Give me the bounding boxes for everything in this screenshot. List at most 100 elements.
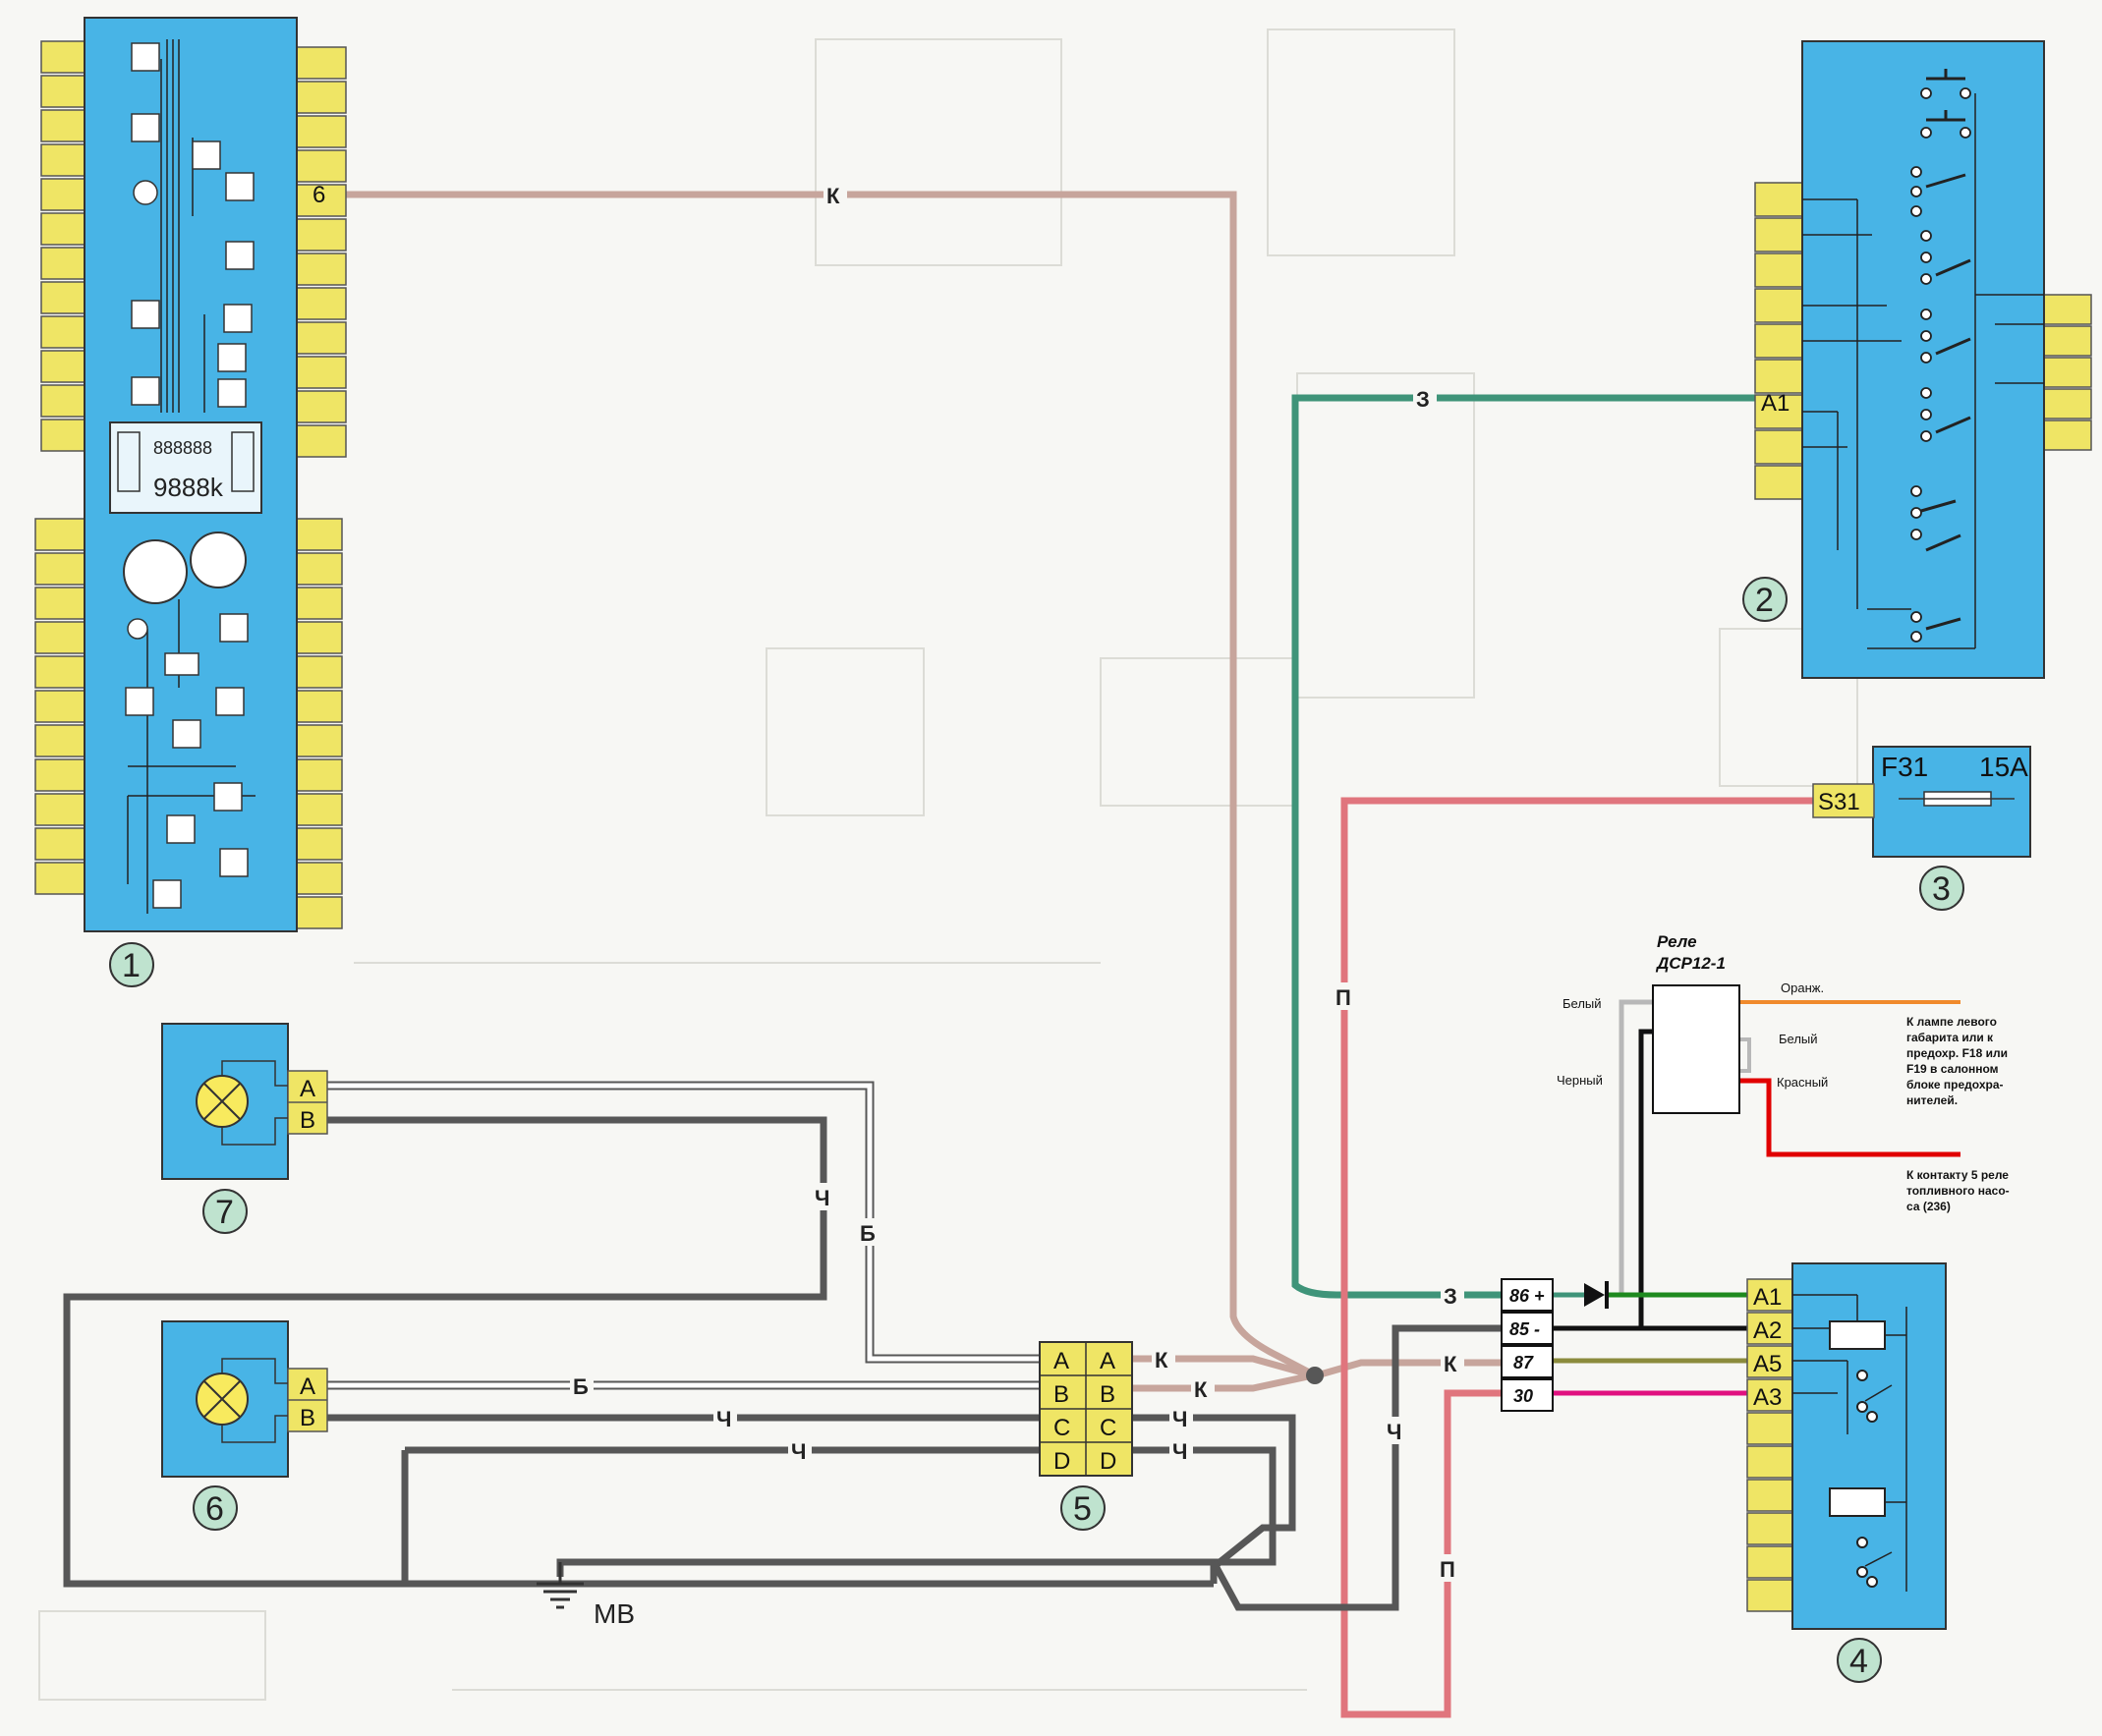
fuse-f31-label: F31 <box>1881 752 1928 782</box>
cluster-lcd-bottom: 9888k <box>153 473 224 502</box>
badge-6-circle <box>193 1485 238 1531</box>
badge-1-circle <box>109 942 154 987</box>
connector-row-d-left: D <box>1053 1448 1070 1475</box>
connector-row-a-left: A <box>1053 1348 1069 1374</box>
badge-5: 5 <box>1073 1490 1092 1528</box>
cluster-pins-right-top <box>296 46 347 458</box>
badge-3-circle <box>1919 866 1964 911</box>
relay-unit-pin-a5: A5 <box>1753 1351 1782 1377</box>
background-ghost-print <box>38 28 1858 1701</box>
wire-label-k-top: К <box>826 184 840 208</box>
cluster-pin-6: 6 <box>312 182 325 208</box>
relay-terminal-30: 30 <box>1513 1386 1533 1406</box>
wire-relay-grey-right <box>1739 1037 1751 1073</box>
wire-ch-lamp7 <box>63 1116 1214 1588</box>
relay-unit-pin-a1: A1 <box>1753 1284 1782 1311</box>
lamp-7-pin-b: B <box>300 1107 315 1134</box>
wire-b-lamp7 <box>326 1081 1042 1364</box>
diode-icon <box>1584 1281 1609 1309</box>
wire-label-p-mid: П <box>1335 985 1351 1010</box>
cluster-pins-right-bottom <box>292 518 343 929</box>
relay-dsr-body <box>1652 984 1740 1114</box>
wire-relay-black <box>1638 1029 1653 1328</box>
relay-dsr-title-2: ДСР12-1 <box>1655 954 1726 973</box>
relay-terminals <box>1501 1278 1554 1412</box>
relay-terminal-85: 85 - <box>1509 1319 1540 1339</box>
lamp-7-wiring <box>221 1060 288 1146</box>
connector-row-b-left: B <box>1053 1381 1069 1408</box>
lamp-7-pin-a: A <box>300 1076 315 1102</box>
note-lamp: К лампе левого габарита или к предохр. F… <box>1906 1015 2008 1107</box>
relay-wire-black-left: Черный <box>1557 1073 1603 1088</box>
relay-terminal-87: 87 <box>1513 1353 1534 1372</box>
lamp-6-bulb-cross-2 <box>203 1380 241 1418</box>
instrument-cluster: 888888 9888k 6 <box>34 17 347 932</box>
lamp-6-wiring <box>221 1358 288 1443</box>
light-switch: A1 <box>1754 40 2092 679</box>
wire-label-ch-lamp6-c: Ч <box>716 1407 731 1431</box>
note-lamp-line-4: F19 в салонном <box>1906 1062 1999 1076</box>
note-lamp-line-3: предохр. F18 или <box>1906 1046 2008 1060</box>
relay-contacts <box>1856 1370 1878 1588</box>
wire-label-p-bottom: П <box>1440 1557 1455 1582</box>
cluster-lcd-top: 888888 <box>153 438 212 458</box>
note-pump-line-3: са (236) <box>1906 1200 1951 1213</box>
wire-label-b-lamp7: Б <box>860 1221 876 1246</box>
wire-k-connector-b <box>1130 1372 1314 1392</box>
relay-wire-orange-right: Оранж. <box>1781 980 1824 995</box>
connector-row-c-left: C <box>1053 1415 1070 1441</box>
note-lamp-line-1: К лампе левого <box>1906 1015 1997 1029</box>
wire-label-ch-conn-d: Ч <box>1172 1439 1187 1464</box>
wire-labels: К З П П З К Ч К К Ч Ч Ч Б Б Ч Ч <box>570 181 1464 1582</box>
wire-ch-ground-fork <box>1210 1324 1502 1611</box>
wire-ch-ground <box>556 1558 1214 1577</box>
connector-row-c-right: C <box>1100 1415 1116 1441</box>
cluster-lcd <box>109 421 262 514</box>
note-lamp-line-6: нителей. <box>1906 1093 1958 1107</box>
relay-wire-white-right: Белый <box>1779 1032 1818 1046</box>
wire-ch-d-out <box>1130 1446 1277 1584</box>
connector-row-d-right: D <box>1100 1448 1116 1475</box>
fuse-pin-s31 <box>1812 783 1875 818</box>
cluster-gauge-left <box>117 431 141 492</box>
lamp-6-pin-a: A <box>300 1373 315 1400</box>
switch-contacts <box>1910 87 1971 643</box>
badge-1: 1 <box>122 947 141 984</box>
note-pump-line-2: топливного насо- <box>1906 1184 2010 1198</box>
note-lamp-line-5: блоке предохра- <box>1906 1078 2004 1092</box>
wire-label-k-relay: К <box>1444 1352 1457 1376</box>
fuse-block: S31 F31 15A <box>1812 746 2031 858</box>
wire-label-ch-lamp6-d: Ч <box>791 1439 806 1464</box>
lamp-7-bulb-cross-2 <box>203 1083 241 1120</box>
wire-relay-red <box>1739 1078 1960 1157</box>
relay-unit-pin-a2: A2 <box>1753 1317 1782 1344</box>
relay-dsr: Реле ДСР12-1 Белый Черный Оранж. Белый К… <box>1501 932 1828 1412</box>
wire-label-ch-conn-c: Ч <box>1172 1407 1187 1431</box>
cluster-gauge-right <box>231 431 255 492</box>
relay-unit-pins <box>1746 1278 1793 1612</box>
switch-pins-left <box>1754 182 1803 500</box>
note-lamp-line-2: габарита или к <box>1906 1031 1994 1044</box>
switch-internal-lines <box>1802 93 2044 649</box>
fuse-s31-label: S31 <box>1818 789 1860 815</box>
badge-2-circle <box>1742 577 1788 622</box>
cluster-warning-icons <box>125 42 255 909</box>
wire-z <box>1291 394 1759 1299</box>
ground-label: МВ <box>594 1598 635 1629</box>
note-pump-line-1: К контакту 5 реле <box>1906 1168 2009 1182</box>
badge-7: 7 <box>215 1194 234 1231</box>
cluster-pins-left-top <box>40 40 85 452</box>
badge-4-circle <box>1837 1638 1882 1683</box>
wire-k-main <box>346 191 1317 1379</box>
tachometer-icon <box>190 532 247 588</box>
relay-lines <box>1792 1294 1907 1592</box>
connector-row-a-right: A <box>1100 1348 1115 1374</box>
wire-label-k-conn-b: К <box>1194 1377 1208 1402</box>
relay-wire-red-right: Красный <box>1777 1075 1828 1090</box>
wire-label-ch-lamp7: Ч <box>815 1186 829 1210</box>
switch-pin-a1: A1 <box>1761 390 1790 417</box>
note-pump: К контакту 5 реле топливного насо- са (2… <box>1906 1168 2010 1213</box>
wire-label-b-lamp6: Б <box>573 1374 589 1399</box>
wire-p <box>1340 797 1813 1718</box>
